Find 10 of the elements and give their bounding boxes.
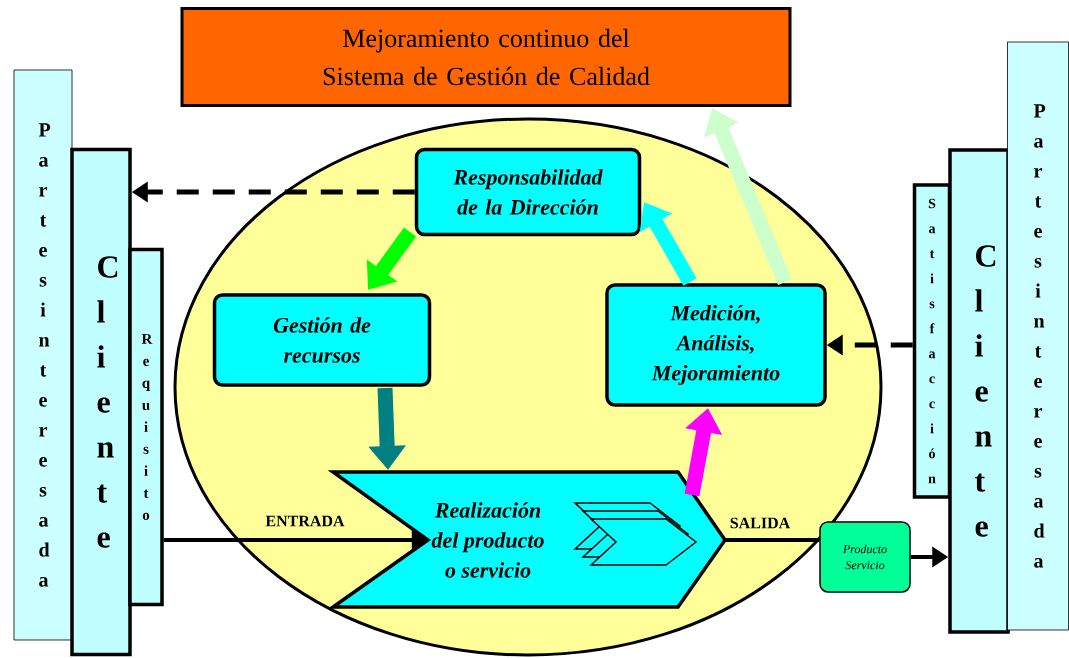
title-box: Mejoramiento continuo del Sistema de Gestión de Calidad [180,7,792,107]
process-box: Medición, Análisis, Mejoramiento [605,283,827,407]
vertical-label-box: Satisfacción [912,183,952,499]
process-box: Gestión de recursos [212,293,432,387]
vertical-label-box: Requisito [128,247,164,607]
vertical-label-box: Partes interesada [1007,41,1069,631]
product-box: Producto Servicio [819,521,911,593]
edge-label: SALIDA [730,517,791,529]
process-box: Responsabilidad de la Dirección [414,147,642,237]
vertical-label-box: Partes interesada [13,69,73,641]
